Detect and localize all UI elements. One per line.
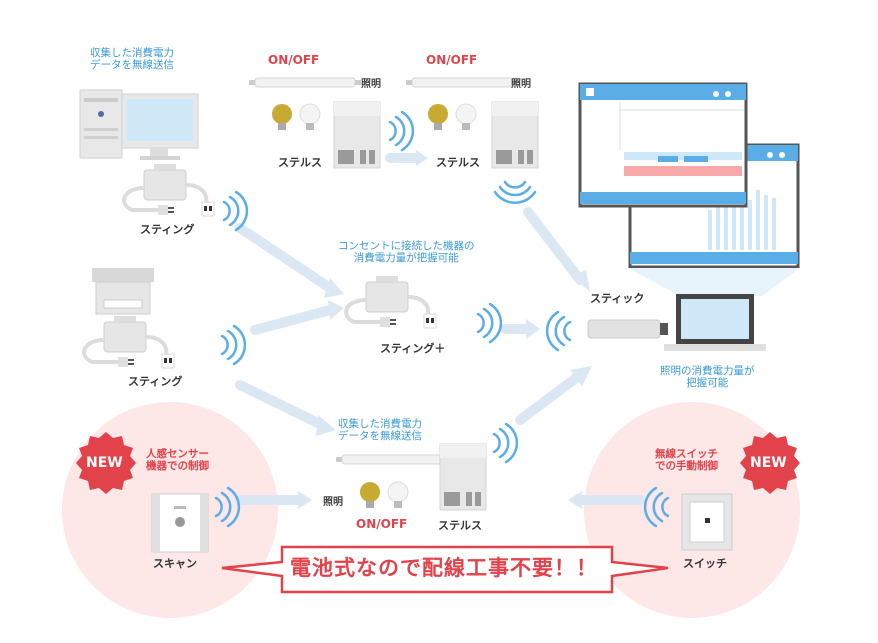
new-badge-icon [76,432,136,494]
fluorescent-tube-icon [405,77,519,88]
bulb-icon [271,103,321,131]
fluorescent-tube-icon [248,77,362,88]
note-line: コンセントに接続した機器の [338,240,475,252]
stealth-meter-icon [333,101,381,169]
note-line: 収集した消費電力 [90,47,174,59]
motion-sensor-icon [151,493,209,553]
laptop-icon [664,294,766,351]
note-line: 消費電力量が把握可能 [353,252,459,265]
new-badge-label: NEW [750,455,787,471]
power-tap-icon [82,314,176,370]
power-tap-icon [344,274,438,330]
power-tap-icon [122,162,216,218]
note-line: 把握可能 [686,377,729,390]
stealth-meter-icon [491,101,539,169]
switch-label: スイッチ [683,557,727,570]
bulb-icon [359,481,409,509]
note-line: 照明の消費電力量が [660,365,755,377]
note-line: での手動制御 [655,460,718,473]
note-line: 無線スイッチ [655,448,718,460]
switch-note: 無線スイッチ での手動制御 [655,448,718,472]
light-label: 照明 [511,79,531,90]
arrow-icon [298,150,592,509]
onoff-label: ON/OFF [268,53,320,67]
light-label: 照明 [323,497,343,508]
center-note: コンセントに接続した機器の 消費電力量が把握可能 [338,240,475,264]
right-note: 照明の消費電力量が 把握可能 [660,365,755,389]
onoff-label: ON/OFF [426,53,478,67]
sting-label: スティング [128,375,183,388]
sting-label: スティング [140,223,195,236]
light-label: 照明 [361,79,381,90]
sensor-note: 人感センサー 機器での制御 [146,448,209,472]
desktop-pc-icon [79,89,199,160]
projection-beam [628,268,800,296]
stealth-label: ステルス [278,156,322,169]
wireless-signal-icon [214,110,670,528]
arrow-icon [235,153,645,505]
usb-stick-icon [587,319,668,339]
fluorescent-tube-icon [335,454,449,465]
stealth-meter-icon [439,443,487,511]
bulb-icon [427,103,477,131]
note-line: データを無線送信 [338,430,422,443]
stick-label: スティック [590,292,645,305]
new-badge-icon [740,432,800,494]
wall-switch-icon [681,493,733,551]
printer-icon [92,268,154,315]
note-line: データを無線送信 [90,59,174,72]
banner-text: 電池式なので配線工事不要！！ [290,556,598,580]
note-line: 機器での制御 [146,460,209,473]
new-badge-label: NEW [86,455,123,471]
stealth-label: ステルス [436,156,480,169]
onoff-label: ON/OFF [356,517,408,531]
stealth-label: ステルス [438,519,482,532]
sting-plus-label: スティング＋ [380,342,446,355]
note-line: 人感センサー [146,448,209,460]
banner-bubble [221,545,669,594]
top-left-note: 収集した消費電力 データを無線送信 [90,47,174,71]
app-window-icon [578,82,748,208]
scan-label: スキャン [153,557,197,570]
bottom-note: 収集した消費電力 データを無線送信 [338,418,422,442]
note-line: 収集した消費電力 [338,418,422,430]
